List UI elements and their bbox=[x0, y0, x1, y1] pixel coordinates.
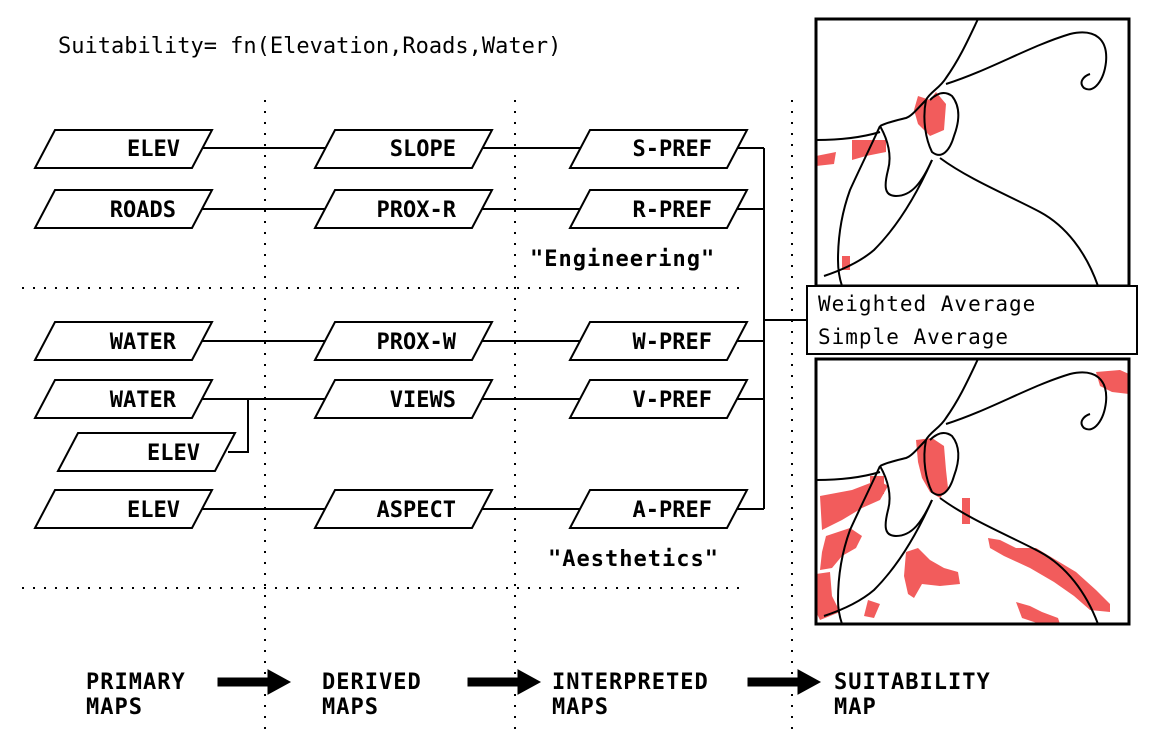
suitable-area bbox=[962, 498, 970, 524]
road-line bbox=[879, 125, 933, 198]
map-box-water-views[interactable] bbox=[33, 379, 214, 419]
map-label: PROX-W bbox=[377, 330, 457, 355]
map-label: WATER bbox=[110, 388, 177, 413]
map-label: W-PREF bbox=[633, 330, 712, 355]
map-box-w-pref[interactable] bbox=[568, 321, 749, 361]
right-arrow-icon bbox=[467, 669, 542, 695]
map-box-elev-views[interactable] bbox=[56, 432, 237, 472]
map-label: SLOPE bbox=[390, 137, 456, 162]
suitable-area bbox=[904, 548, 960, 598]
map-box-prox-r[interactable] bbox=[313, 189, 494, 229]
suitable-areas bbox=[816, 370, 1129, 624]
stage-arrows bbox=[217, 669, 822, 695]
combination-method-box: Weighted Average Simple Average bbox=[806, 285, 1138, 355]
road-line bbox=[816, 131, 881, 141]
map-label: A-PREF bbox=[633, 498, 712, 523]
connector-line bbox=[228, 399, 249, 453]
map-box-a-pref[interactable] bbox=[568, 489, 749, 529]
map-label: ASPECT bbox=[377, 498, 456, 523]
map-label: ELEV bbox=[127, 498, 180, 523]
stage-derived-line2: MAPS bbox=[322, 695, 379, 720]
stage-interpreted-line1: INTERPRETED bbox=[552, 670, 709, 695]
map-box-v-pref[interactable] bbox=[568, 379, 749, 419]
map-box-r-pref[interactable] bbox=[568, 189, 749, 229]
map-label: R-PREF bbox=[633, 198, 712, 223]
suitable-area bbox=[816, 152, 836, 166]
map-box-s-pref[interactable] bbox=[568, 129, 749, 169]
road-line bbox=[879, 359, 979, 467]
map-box-aspect[interactable] bbox=[313, 489, 494, 529]
map-box-elev-aspect[interactable] bbox=[33, 489, 214, 529]
road-line bbox=[879, 465, 933, 538]
stage-interpreted-line2: MAPS bbox=[552, 695, 609, 720]
stage-suitability-line1: SUITABILITY bbox=[834, 670, 991, 695]
map-label: PROX-R bbox=[377, 198, 457, 223]
stage-primary-line1: PRIMARY bbox=[86, 670, 186, 695]
right-arrow-icon bbox=[217, 669, 292, 695]
map-label: VIEWS bbox=[390, 388, 456, 413]
suitable-area bbox=[988, 538, 1110, 612]
road-line bbox=[879, 19, 979, 127]
box-labels: ELEV SLOPE S-PREF ROADS PROX-R R-PREF WA… bbox=[110, 137, 712, 523]
stage-separators bbox=[22, 100, 793, 735]
connectors bbox=[200, 147, 808, 510]
map-box-slope[interactable] bbox=[313, 129, 494, 169]
suitability-map-weighted[interactable] bbox=[814, 17, 1131, 288]
map-label: V-PREF bbox=[633, 388, 712, 413]
map-box-views[interactable] bbox=[313, 379, 494, 419]
road-line bbox=[823, 159, 933, 277]
map-box-roads[interactable] bbox=[33, 189, 214, 229]
group-caption-aesthetics: "Aesthetics" bbox=[548, 547, 719, 572]
stage-primary-line2: MAPS bbox=[86, 695, 143, 720]
suitability-map-simple[interactable] bbox=[814, 357, 1131, 626]
stage-derived-line1: DERIVED bbox=[322, 670, 422, 695]
road-line bbox=[823, 499, 933, 617]
road-line bbox=[836, 125, 881, 286]
road-line bbox=[816, 471, 881, 481]
suitable-area bbox=[816, 572, 840, 620]
method-box-frame bbox=[806, 285, 1138, 355]
map-label: ELEV bbox=[127, 137, 180, 162]
map-box-prox-w[interactable] bbox=[313, 321, 494, 361]
map-label: WATER bbox=[110, 330, 177, 355]
suitable-area bbox=[820, 528, 862, 570]
road-line bbox=[939, 157, 1099, 286]
map-box-water[interactable] bbox=[33, 321, 214, 361]
suitable-area bbox=[1016, 602, 1060, 624]
map-label: S-PREF bbox=[633, 137, 712, 162]
road-line bbox=[923, 92, 960, 156]
road-line bbox=[945, 31, 1108, 91]
road-line bbox=[923, 432, 960, 496]
group-caption-engineering: "Engineering" bbox=[530, 247, 715, 272]
road-network bbox=[816, 359, 1108, 624]
method-weighted-average[interactable]: Weighted Average bbox=[818, 292, 1036, 316]
suitable-area bbox=[842, 256, 850, 270]
road-line bbox=[939, 497, 1099, 624]
stage-suitability-line2: MAP bbox=[834, 695, 877, 720]
diagram-title: Suitability= fn(Elevation,Roads,Water) bbox=[58, 34, 561, 59]
road-line bbox=[945, 371, 1108, 431]
road-line bbox=[836, 465, 881, 624]
road-network bbox=[816, 19, 1108, 286]
stage-labels: PRIMARY MAPS DERIVED MAPS INTERPRETED MA… bbox=[86, 670, 991, 720]
map-label: ELEV bbox=[147, 441, 200, 466]
map-label: ROADS bbox=[110, 198, 176, 223]
suitable-area bbox=[864, 600, 880, 618]
method-simple-average[interactable]: Simple Average bbox=[818, 325, 1009, 349]
right-arrow-icon bbox=[747, 669, 822, 695]
map-box-elev[interactable] bbox=[33, 129, 214, 169]
